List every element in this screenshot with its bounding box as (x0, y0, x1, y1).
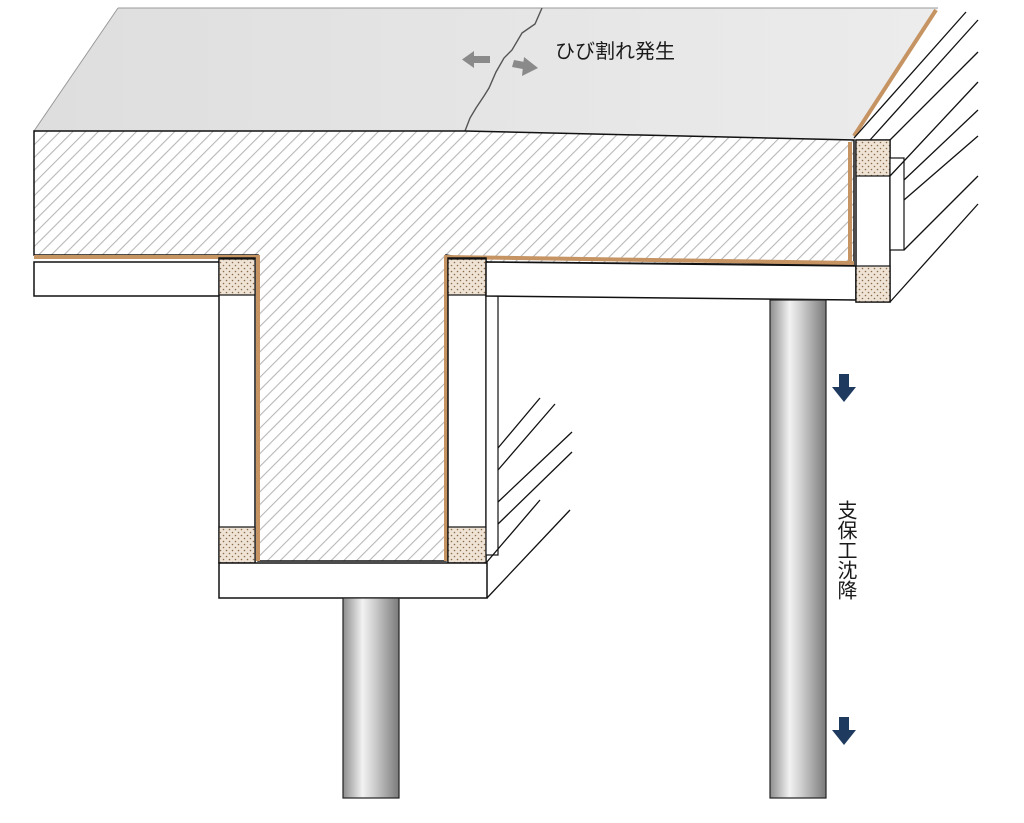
beam-bottom-form (218, 562, 488, 599)
spacer-block (855, 139, 891, 177)
crack-arrow-left (462, 51, 490, 68)
settlement-arrow-top (832, 374, 856, 402)
crack-arrow-right (512, 57, 538, 76)
spacer-block (447, 526, 487, 564)
perspective-joists-edge (853, 11, 979, 303)
slab-edge-formwork (855, 139, 905, 303)
spacer-block (218, 526, 256, 564)
spacer-block (447, 258, 487, 296)
right-soffit-formwork (485, 261, 857, 301)
plywood-sheathing (34, 8, 938, 561)
beam-side-form-right (447, 257, 499, 564)
shore-right (769, 299, 827, 799)
perspective-joists-beam (485, 397, 573, 599)
settlement-arrow-bottom (832, 717, 856, 745)
crack-label: ひび割れ発生 (555, 39, 675, 63)
crack-line (461, 7, 543, 147)
shore-left (342, 597, 400, 799)
spacer-block (855, 265, 891, 303)
settlement-label: 支保工沈降 (834, 500, 858, 600)
left-soffit-formwork (33, 261, 221, 297)
beam-side-form-left (218, 257, 256, 564)
spacer-block (218, 258, 256, 296)
slab-top-surface (34, 8, 938, 140)
